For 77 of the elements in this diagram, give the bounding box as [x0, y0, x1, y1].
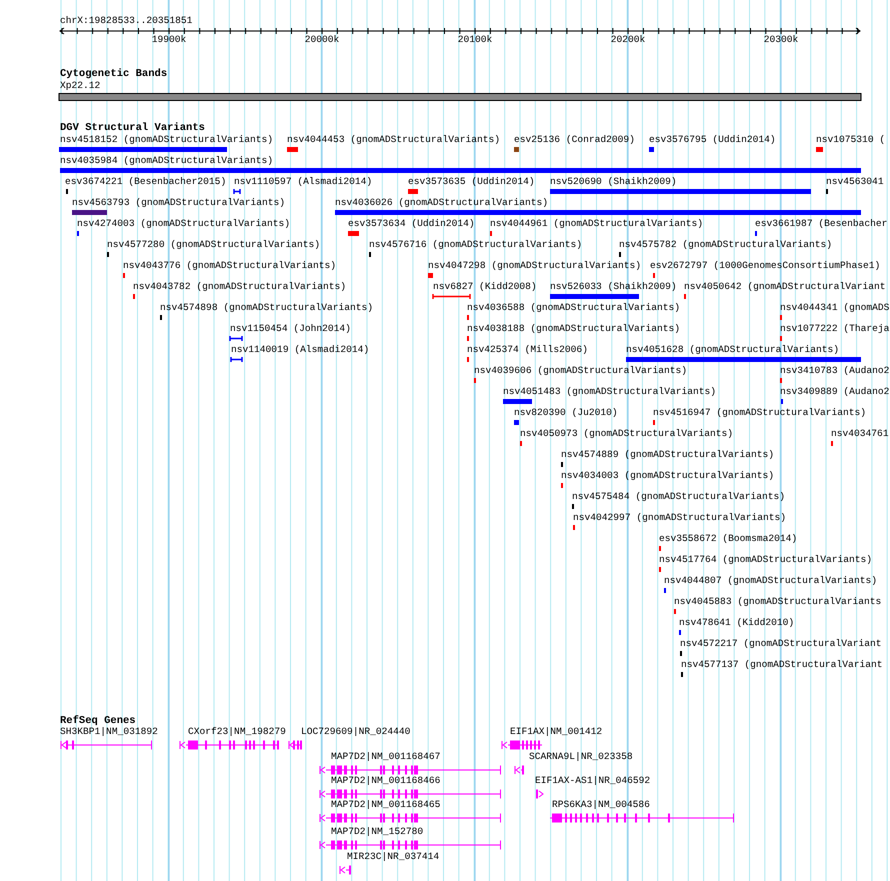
variant-label: nsv4036588 (gnomADStructuralVariants)	[467, 302, 680, 314]
variant-label: nsv478641 (Kidd2010)	[679, 617, 794, 629]
variant-label: esv25136 (Conrad2009)	[514, 134, 635, 146]
variant-label: nsv4034761	[831, 428, 889, 440]
gene-label: RPS6KA3|NM_004586	[552, 799, 650, 811]
variant-label: nsv520690 (Shaikh2009)	[550, 176, 677, 188]
tick-label: 20100k	[458, 34, 492, 46]
variant-label: nsv4045883 (gnomADStructuralVariants	[674, 596, 882, 608]
variant-label: nsv425374 (Mills2006)	[467, 344, 588, 356]
gene-label: MAP7D2|NM_152780	[331, 826, 424, 838]
variant-label: esv3661987 (Besenbacher	[755, 218, 888, 230]
variant-label: nsv4577280 (gnomADStructuralVariants)	[107, 239, 320, 251]
variant-label: nsv1077222 (Thareja	[780, 323, 890, 335]
track-label: Xp22.12	[60, 80, 100, 92]
variant-label: nsv4044453 (gnomADStructuralVariants)	[287, 134, 500, 146]
variant-label: esv3573634 (Uddin2014)	[348, 218, 475, 230]
variant-label: esv3573635 (Uddin2014)	[408, 176, 535, 188]
variant-label: nsv1140019 (Alsmadi2014)	[231, 344, 370, 356]
gene-label: MAP7D2|NM_001168467	[331, 751, 440, 763]
variant-label: nsv4574898 (gnomADStructuralVariants)	[160, 302, 374, 314]
variant-label: nsv4577137 (gnomADStructuralVariant	[681, 659, 883, 671]
variant-label: nsv3409889 (Audano2	[780, 386, 890, 398]
variant-label: nsv4042997 (gnomADStructuralVariants)	[573, 512, 786, 524]
gene-label: SH3KBP1|NM_031892	[60, 726, 158, 738]
variant-label: esv3558672 (Boomsma2014)	[659, 533, 798, 545]
gene-label: SCARNA9L|NR_023358	[529, 751, 633, 763]
variant-label: nsv4050973 (gnomADStructuralVariants)	[520, 428, 734, 440]
variant-label: nsv4044807 (gnomADStructuralVariants)	[664, 575, 878, 587]
track-title: DGV Structural Variants	[60, 122, 205, 134]
variant-label: esv3674221 (Besenbacher2015)	[65, 176, 226, 188]
variant-label: nsv4044961 (gnomADStructuralVariants)	[490, 218, 704, 230]
variant-label: nsv526033 (Shaikh2009)	[550, 281, 677, 293]
variant-label: nsv1110597 (Alsmadi2014)	[234, 176, 372, 188]
variant-label: nsv4517764 (gnomADStructuralVariants)	[659, 554, 872, 566]
variant-label: nsv4039606 (gnomADStructuralVariants)	[474, 365, 688, 377]
variant-label: nsv4051483 (gnomADStructuralVariants)	[503, 386, 716, 398]
variant-label: nsv4576716 (gnomADStructuralVariants)	[369, 239, 582, 251]
variant-label: nsv1075310 (	[816, 134, 886, 146]
variant-label: nsv6827 (Kidd2008)	[433, 281, 537, 293]
variant-label: nsv4574889 (gnomADStructuralVariants)	[561, 449, 774, 461]
tick-label: 20200k	[610, 34, 646, 46]
variant-label: nsv4274003 (gnomADStructuralVariants)	[77, 218, 290, 230]
variant-label: nsv4563041	[826, 176, 884, 188]
variant-label: nsv4036026 (gnomADStructuralVariants)	[335, 197, 548, 209]
gene-label: MAP7D2|NM_001168466	[331, 775, 440, 787]
variant-label: nsv4051628 (gnomADStructuralVariants)	[626, 344, 840, 356]
variant-label: nsv4034003 (gnomADStructuralVariants)	[561, 470, 774, 482]
variant-label: nsv4516947 (gnomADStructuralVariants)	[653, 407, 866, 419]
variant-label: nsv3410783 (Audano2	[780, 365, 890, 377]
variant-label: nsv4038188 (gnomADStructuralVariants)	[467, 323, 680, 335]
variant-label: nsv4518152 (gnomADStructuralVariants)	[60, 134, 274, 146]
tick-label: 19900k	[152, 34, 186, 46]
variant-label: nsv4043782 (gnomADStructuralVariants)	[133, 281, 346, 293]
variant-label: nsv4572217 (gnomADStructuralVariant	[680, 638, 882, 650]
gene-label: EIF1AX-AS1|NR_046592	[535, 775, 650, 787]
variant-label: nsv4575484 (gnomADStructuralVariants)	[572, 491, 786, 503]
track-title: Cytogenetic Bands	[60, 68, 168, 80]
gene-label: EIF1AX|NM_001412	[510, 726, 602, 738]
gene-label: MAP7D2|NM_001168465	[331, 799, 440, 811]
variant-label: nsv4575782 (gnomADStructuralVariants)	[619, 239, 832, 251]
variant-label: esv3576795 (Uddin2014)	[649, 134, 776, 146]
variant-label: nsv1150454 (John2014)	[230, 323, 351, 335]
gene-label: MIR23C|NR_037414	[347, 851, 440, 863]
variant-label: nsv4043776 (gnomADStructuralVariants)	[123, 260, 336, 272]
variant-label: nsv4044341 (gnomADS	[780, 302, 890, 314]
track-title: RefSeq Genes	[60, 715, 136, 727]
track-label: chrX:19828533..20351851	[60, 15, 192, 27]
variant-label: nsv4050642 (gnomADStructuralVariant	[684, 281, 886, 293]
variant-label: esv2672797 (1000GenomesConsortiumPhase1)	[650, 260, 880, 272]
tick-label: 20000k	[304, 34, 340, 46]
tick-label: 20300k	[764, 34, 798, 46]
variant-label: nsv4035984 (gnomADStructuralVariants)	[60, 155, 274, 167]
gene-label: LOC729609|NR_024440	[301, 726, 410, 738]
variant-label: nsv4563793 (gnomADStructuralVariants)	[72, 197, 286, 209]
variant-label: nsv4047298 (gnomADStructuralVariants)	[428, 260, 642, 272]
gene-label: CXorf23|NM_198279	[188, 726, 286, 738]
variant-label: nsv820390 (Ju2010)	[514, 407, 618, 419]
